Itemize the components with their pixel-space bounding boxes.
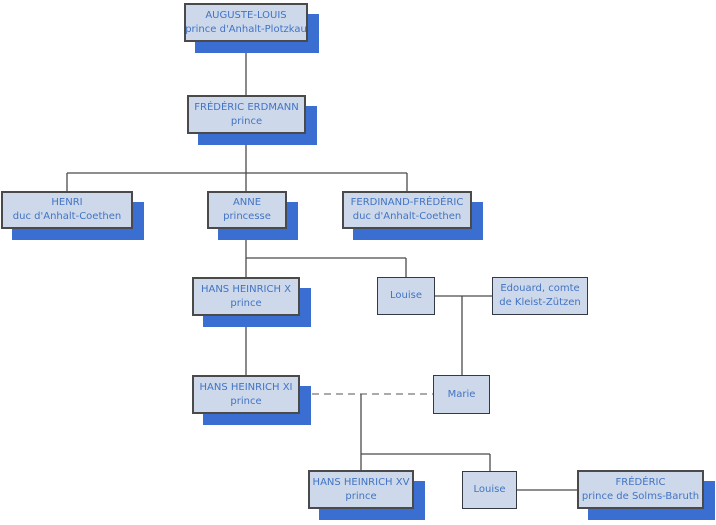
- tree-node-louise-solms[interactable]: Louise: [462, 471, 517, 509]
- person-title: prince: [345, 490, 377, 502]
- person-title: prince: [230, 115, 263, 127]
- person-name: FRÉDÉRIC: [615, 476, 666, 488]
- tree-node-auguste-louis[interactable]: AUGUSTE-LOUIS prince d'Anhalt-Plotzkau: [184, 3, 308, 42]
- person-name: AUGUSTE-LOUIS: [205, 9, 287, 21]
- person-title: duc d'Anhalt-Coethen: [12, 211, 122, 222]
- person-title: princesse: [223, 211, 271, 222]
- person-name: Edouard, comte: [500, 283, 580, 294]
- tree-node-louise-kleist[interactable]: Louise: [377, 277, 435, 315]
- person-name: Louise: [473, 484, 506, 495]
- person-name: HANS HEINRICH X: [200, 283, 292, 295]
- person-title: prince: [230, 395, 262, 407]
- tree-node-hans-heinrich-x[interactable]: HANS HEINRICH X prince: [192, 277, 300, 316]
- person-title: de Kleist-Zützen: [499, 297, 581, 308]
- person-title: prince: [230, 297, 262, 309]
- tree-node-frederic-erdmann[interactable]: FRÉDÉRIC ERDMANN prince: [187, 95, 306, 134]
- person-name: FRÉDÉRIC ERDMANN: [194, 101, 299, 113]
- tree-node-frederic-solms[interactable]: FRÉDÉRIC prince de Solms-Baruth: [577, 470, 704, 509]
- tree-node-anne[interactable]: ANNE princesse: [207, 191, 287, 229]
- tree-node-edouard-kleist[interactable]: Edouard, comte de Kleist-Zützen: [492, 277, 588, 315]
- person-title: prince de Solms-Baruth: [581, 490, 700, 502]
- person-name: HENRI: [51, 197, 83, 208]
- person-name: FERDINAND-FRÉDÉRIC: [350, 197, 464, 208]
- tree-node-hans-heinrich-xv[interactable]: HANS HEINRICH XV prince: [308, 470, 414, 509]
- person-name: HANS HEINRICH XV: [312, 476, 410, 488]
- tree-node-marie[interactable]: Marie: [433, 375, 490, 414]
- person-name: Marie: [447, 388, 476, 400]
- person-name: Louise: [390, 290, 422, 301]
- tree-node-henri[interactable]: HENRI duc d'Anhalt-Coethen: [1, 191, 133, 229]
- tree-node-hans-heinrich-xi[interactable]: HANS HEINRICH XI prince: [192, 375, 300, 414]
- person-name: ANNE: [232, 197, 262, 208]
- person-name: HANS HEINRICH XI: [199, 381, 293, 393]
- person-title: duc d'Anhalt-Coethen: [352, 211, 462, 222]
- tree-node-ferdinand-frederic[interactable]: FERDINAND-FRÉDÉRIC duc d'Anhalt-Coethen: [342, 191, 472, 229]
- person-title: prince d'Anhalt-Plotzkau: [185, 23, 307, 35]
